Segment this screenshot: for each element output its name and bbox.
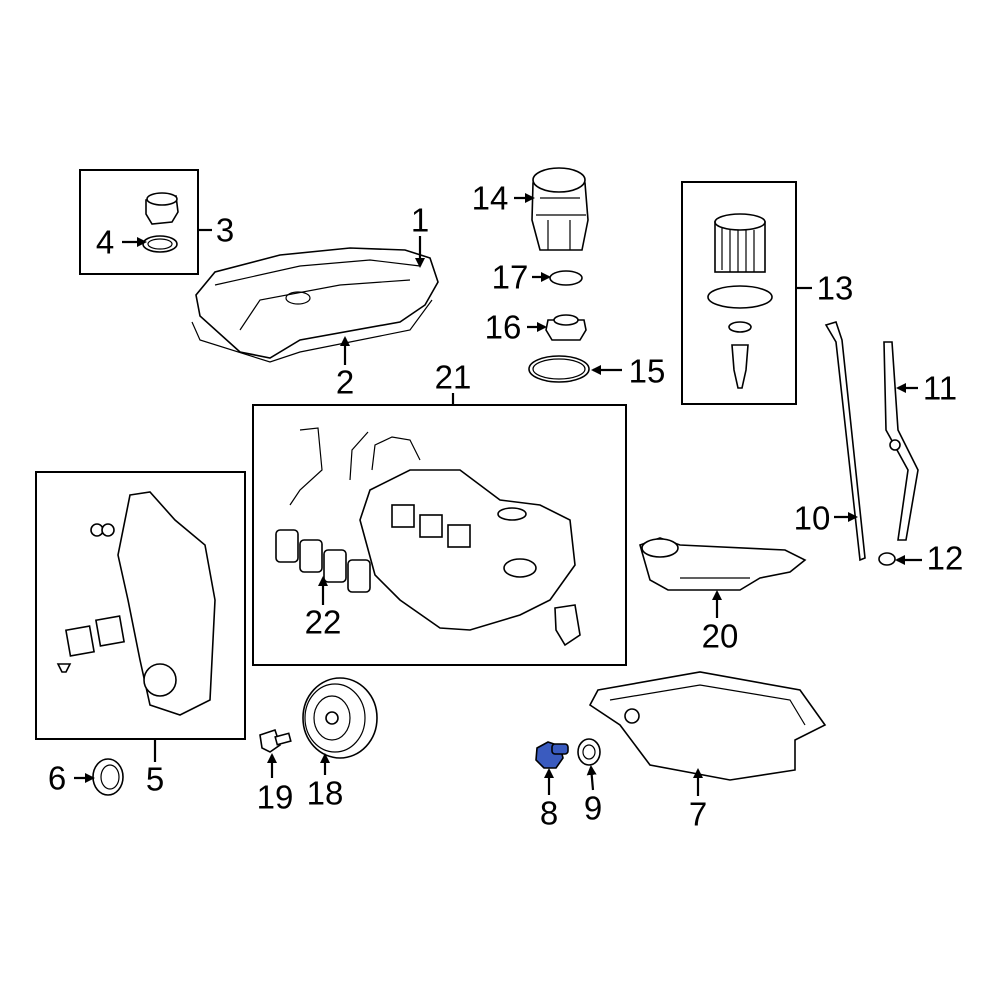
- part-drain-washer-9[interactable]: [577, 738, 601, 766]
- part-manifold-gaskets[interactable]: [275, 529, 371, 593]
- part-dipstick-tube[interactable]: [878, 341, 919, 566]
- part-oil-filler-cap[interactable]: [142, 192, 179, 253]
- callout-16[interactable]: 16: [485, 309, 522, 346]
- callout-9[interactable]: 9: [584, 790, 602, 827]
- group-box-13: [681, 181, 797, 405]
- part-crank-pulley[interactable]: [302, 677, 378, 759]
- callout-3[interactable]: 3: [216, 212, 234, 249]
- part-intake-manifold[interactable]: [289, 427, 581, 647]
- callout-7[interactable]: 7: [689, 796, 707, 833]
- callout-15[interactable]: 15: [629, 353, 666, 390]
- part-timing-cover[interactable]: [56, 491, 216, 716]
- part-oil-strainer[interactable]: [639, 537, 807, 591]
- group-box-21: [252, 404, 627, 666]
- part-oil-filter-cap[interactable]: [531, 167, 589, 251]
- callout-10[interactable]: 10: [794, 500, 831, 537]
- callout-11[interactable]: 11: [923, 370, 957, 407]
- callout-17[interactable]: 17: [492, 259, 529, 296]
- callout-12[interactable]: 12: [927, 540, 964, 577]
- callout-22[interactable]: 22: [305, 604, 342, 641]
- callout-5[interactable]: 5: [146, 761, 164, 798]
- callout-1[interactable]: 1: [411, 202, 429, 239]
- leader-lines: [74, 193, 922, 796]
- part-valve-cover[interactable]: [191, 247, 439, 363]
- callout-13[interactable]: 13: [817, 270, 854, 307]
- callout-18[interactable]: 18: [307, 775, 344, 812]
- group-box-5: [35, 471, 246, 740]
- callout-4[interactable]: 4: [96, 224, 114, 261]
- callout-20[interactable]: 20: [702, 618, 739, 655]
- part-oil-filter-element[interactable]: [707, 213, 773, 389]
- callout-6[interactable]: 6: [48, 760, 66, 797]
- part-drain-plug-16[interactable]: [545, 314, 587, 341]
- part-drain-plug-highlighted[interactable]: [535, 741, 569, 769]
- callout-2[interactable]: 2: [336, 364, 354, 401]
- part-o-ring-17[interactable]: [549, 270, 583, 286]
- part-o-ring-15[interactable]: [528, 355, 590, 383]
- callout-19[interactable]: 19: [257, 779, 294, 816]
- part-oil-pan[interactable]: [588, 671, 827, 781]
- callout-14[interactable]: 14: [472, 180, 509, 217]
- part-seal-6[interactable]: [92, 758, 124, 796]
- group-box-3: [79, 169, 199, 275]
- callout-8[interactable]: 8: [540, 795, 558, 832]
- part-pulley-bolt[interactable]: [259, 728, 292, 753]
- part-dipstick[interactable]: [824, 321, 866, 562]
- callout-21[interactable]: 21: [435, 359, 472, 396]
